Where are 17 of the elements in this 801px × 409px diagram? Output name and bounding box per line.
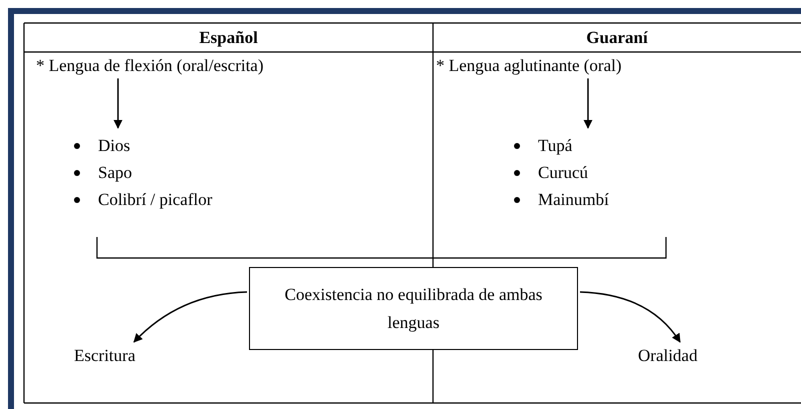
arrow — [580, 291, 681, 343]
text-label: Escritura — [74, 346, 136, 366]
list-item: Mainumbí — [510, 186, 609, 213]
text-label: * Lengua de flexión (oral/escrita) — [36, 56, 264, 76]
list-item: Sapo — [70, 159, 212, 186]
text-label: * Lengua aglutinante (oral) — [436, 56, 622, 76]
arrow — [584, 78, 592, 129]
process-box: Coexistencia no equilibrada de ambas lenguas — [249, 267, 578, 350]
arrow — [133, 291, 248, 343]
list-item: Colibrí / picaflor — [70, 186, 212, 213]
text-label: Oralidad — [638, 346, 698, 366]
column-header: Español — [199, 28, 258, 48]
list-item: Curucú — [510, 159, 609, 186]
arrow — [114, 78, 122, 129]
list-item: Tupá — [510, 132, 609, 159]
list-item: Dios — [70, 132, 212, 159]
column-header: Guaraní — [586, 28, 648, 48]
